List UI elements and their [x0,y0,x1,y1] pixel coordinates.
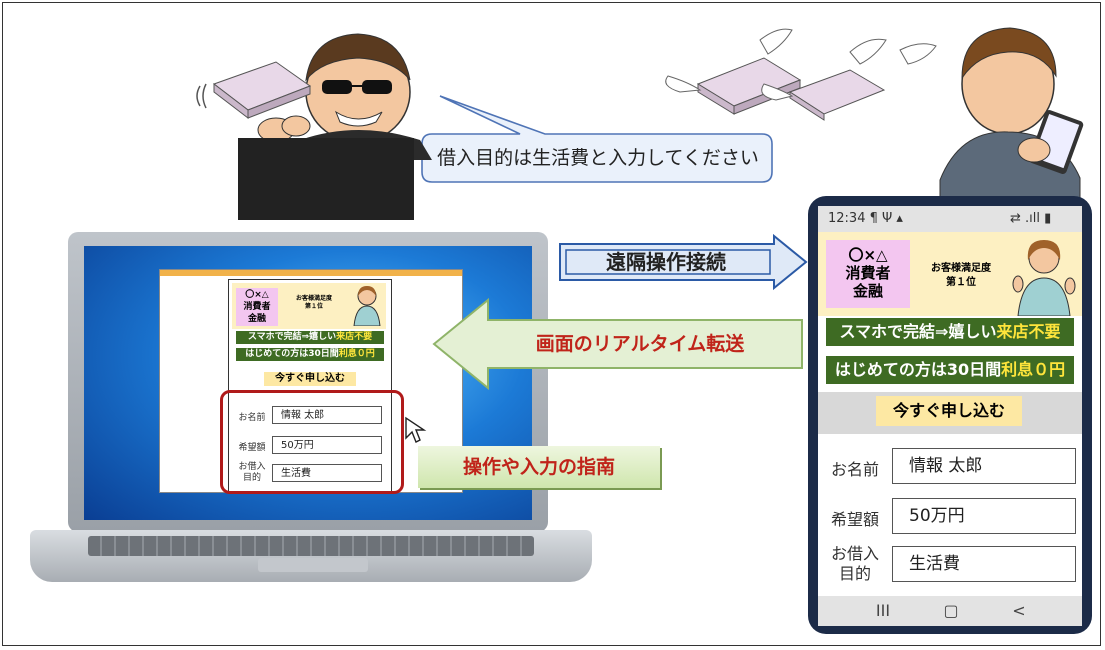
phone-signal-icons: ⇄ .ıll ▮ [1010,211,1052,226]
guided-fields-highlight [220,390,404,494]
mini-input-purpose[interactable]: 生活費 [272,464,382,482]
money-stack-icon [196,61,312,120]
mini-input-amount[interactable]: 50万円 [272,436,382,454]
remote-connection-arrow [559,233,808,291]
screen-transfer-label: 画面のリアルタイム転送 [535,333,745,355]
scammer-figure [196,33,432,220]
laptop-keyboard [88,536,534,556]
phone-time: 12:34 ¶ Ψ ▴ [828,211,903,226]
phone-input-amount[interactable]: 50万円 [892,498,1076,534]
screen-transfer-arrow [432,297,803,391]
remote-connection-label: 遠隔操作接続 [606,250,726,274]
phone-logo: 〇×△消費者金融 [826,240,910,308]
phone-nav-bar [818,596,1082,626]
flying-money-icon [665,28,937,121]
mini-satisfaction: お客様満足度第１位 [295,295,332,310]
speech-bubble-text: 借入目的は生活費と入力してください [437,147,759,169]
phone-label-amount: 希望額 [830,510,879,529]
phone-input-purpose[interactable]: 生活費 [892,546,1076,582]
mini-band-1: スマホで完結⇒嬉しい来店不要 [236,331,384,344]
phone-label-purpose: お借入目的 [830,544,879,583]
phone-satisfaction: お客様満足度第１位 [931,263,991,288]
mini-input-name[interactable]: 情報 太郎 [272,406,382,424]
phone-apply-button[interactable]: 今すぐ申し込む [876,396,1022,426]
phone-status-bar [818,206,1082,232]
home-icon[interactable]: ▢ [943,601,959,620]
phone-band-2: はじめての方は30日間利息０円 [826,356,1074,384]
phone-band-1: スマホで完結⇒嬉しい来店不要 [826,318,1074,346]
mini-label-name: お名前 [238,413,266,423]
speech-bubble [421,95,773,183]
mini-woman-icon [353,286,381,326]
phone-label-name: お名前 [830,460,879,479]
back-icon[interactable]: < [1012,601,1026,620]
mini-band-2: はじめての方は30日間利息０円 [236,348,384,361]
input-guidance-label: 操作や入力の指南 [418,446,660,488]
mouse-cursor-icon [405,416,427,443]
mini-logo: 〇×△消費者金融 [236,288,278,326]
mini-label-purpose: お借入目的 [238,462,266,483]
mini-label-amount: 希望額 [238,443,266,453]
laptop-trackpad [258,558,368,572]
phone-woman-icon [1012,240,1076,316]
victim-figure [939,27,1084,201]
mini-apply-button[interactable]: 今すぐ申し込む [264,372,356,386]
phone-input-name[interactable]: 情報 太郎 [892,448,1076,484]
recent-apps-icon[interactable]: III [875,601,891,620]
